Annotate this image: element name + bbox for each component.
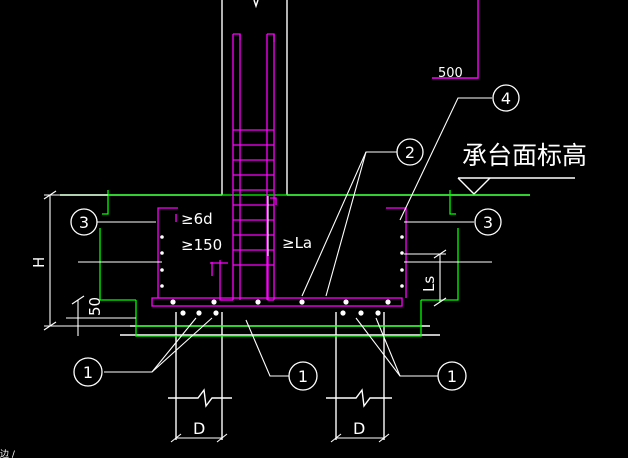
top-dimension-label: 500 — [438, 66, 463, 81]
callout-circle-3-left — [70, 208, 98, 236]
pile-dia-left: D — [193, 419, 205, 438]
callout-2-label: 2 — [405, 143, 415, 162]
min-6d-label: ≥6d — [181, 210, 213, 228]
callout-3-left-label: 3 — [79, 213, 89, 232]
leader-1-left-b — [151, 317, 213, 373]
callout-circle-1-left — [73, 357, 103, 387]
rebar-dots — [160, 235, 404, 316]
side-dot — [400, 235, 404, 239]
dim-d-tick — [170, 433, 182, 443]
callout-circle-1-mid — [288, 361, 318, 391]
pile-bar-dot — [340, 310, 346, 316]
pile-left-break — [168, 388, 232, 408]
side-dot — [160, 284, 164, 288]
side-dot — [400, 268, 404, 272]
annotations: 500 承台面标高 ≥6d ≥150 ≥La H 50 Ls D D 边 / — [0, 66, 587, 458]
bar-dot — [255, 299, 261, 305]
side-dot — [400, 251, 404, 255]
col-bend-left — [219, 260, 233, 301]
dim-50-label: 50 — [86, 297, 104, 316]
bar-dot — [211, 299, 217, 305]
dim-ls-tick-bottom — [433, 297, 447, 307]
bottom-mat — [151, 297, 403, 307]
leader-4 — [399, 97, 492, 221]
leaders — [43, 97, 492, 443]
col-bend-right — [267, 250, 274, 301]
green-lines — [60, 190, 530, 337]
min-150-label: ≥150 — [181, 236, 222, 254]
cushion-layer — [135, 325, 422, 337]
cap-left-side — [99, 228, 136, 301]
callout-labels: 3 3 2 4 1 1 1 — [79, 89, 511, 386]
pile-bar-dot — [213, 310, 219, 316]
side-dot — [400, 284, 404, 288]
dim-d-tick — [378, 433, 390, 443]
bar-dot — [343, 299, 349, 305]
rebar — [151, 33, 407, 307]
height-label: H — [30, 257, 48, 268]
left-top-tick — [102, 190, 109, 215]
level-note: 承台面标高 — [462, 141, 587, 170]
callout-1-right-label: 1 — [447, 367, 457, 386]
right-top-tick — [449, 190, 456, 215]
side-dot — [160, 268, 164, 272]
callouts — [70, 84, 520, 391]
callout-circle-1-right — [437, 361, 467, 391]
callout-circle-4 — [492, 84, 520, 112]
leader-1-mid — [245, 319, 292, 377]
la-mark — [270, 197, 277, 205]
pile-bar-dot — [196, 310, 202, 316]
dim-50-tick — [71, 295, 85, 305]
dim-d-tick — [330, 433, 342, 443]
callout-1-left-label: 1 — [83, 363, 93, 382]
anchor-la-label: ≥La — [282, 234, 312, 252]
callout-1-mid-label: 1 — [298, 367, 308, 386]
status-text: 边 / — [0, 449, 16, 458]
callout-3-right-label: 3 — [483, 213, 493, 232]
leader-2b — [325, 151, 367, 297]
bar-dot — [385, 299, 391, 305]
col-hook-left — [233, 33, 241, 40]
pile-bar-dot — [375, 310, 381, 316]
pile-bar-dot — [358, 310, 364, 316]
pile-bar-dot — [180, 310, 186, 316]
pile-dia-right: D — [353, 419, 365, 438]
bar-dot — [299, 299, 305, 305]
column-top-mark — [253, 0, 259, 9]
ls-label: Ls — [420, 276, 438, 292]
side-dot — [160, 251, 164, 255]
side-bar-left — [157, 207, 178, 298]
level-marker-triangle — [457, 177, 491, 195]
col-hook-right — [267, 33, 275, 42]
bar-dot — [170, 299, 176, 305]
side-dot — [160, 235, 164, 239]
dim-d-tick — [216, 433, 228, 443]
leader-1-right-b — [375, 317, 401, 377]
callout-circle-2 — [396, 138, 424, 166]
callout-4-label: 4 — [501, 89, 511, 108]
callout-circle-3-right — [474, 208, 502, 236]
pile-right-break — [326, 388, 392, 408]
cap-right-side — [421, 228, 459, 301]
top-dim-leader — [432, 0, 479, 79]
